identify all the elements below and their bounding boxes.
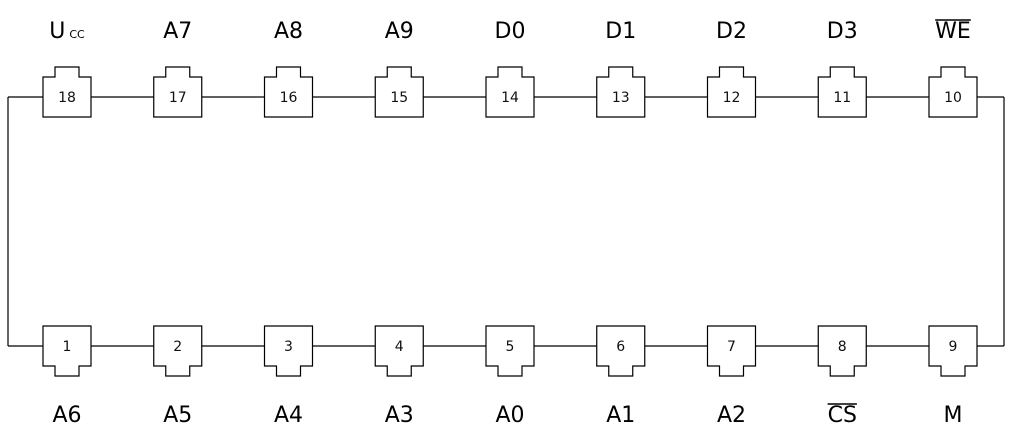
pin-1: 1A6: [42, 325, 92, 428]
pin-number: 14: [501, 90, 519, 106]
pin-number: 5: [506, 339, 515, 355]
pin-pad: [485, 66, 535, 118]
pin-pad: [263, 66, 314, 118]
pin-pad: [153, 66, 203, 118]
pin-number: 16: [280, 90, 298, 106]
pin-2: 2A5: [153, 325, 203, 428]
pin-pad: [928, 66, 978, 118]
pin-number: 18: [58, 90, 76, 106]
pin-pad: [817, 66, 867, 118]
pin-pad: [596, 325, 646, 377]
pin-number: 13: [612, 90, 630, 106]
pin-12: 12 D2: [706, 19, 757, 118]
pin-pad: [153, 325, 203, 377]
pin-label: M: [944, 403, 963, 428]
pin-6: 6A1: [596, 325, 646, 428]
pin-number: 17: [169, 90, 187, 106]
pin-number: 10: [944, 90, 962, 106]
pin-3: 3A4: [263, 325, 314, 428]
pin-label: A2: [717, 403, 746, 428]
pin-number: 6: [616, 339, 625, 355]
pin-number: 7: [727, 339, 736, 355]
pin-label: A6: [52, 403, 81, 428]
pin-number: 12: [723, 90, 741, 106]
pin-label-subscript: CC: [69, 28, 85, 41]
pin-label: A1: [606, 403, 635, 428]
pin-14: 14 D0: [485, 19, 535, 118]
pin-pad: [42, 325, 92, 377]
pin-label: D2: [716, 19, 747, 44]
pin-label: CS: [828, 403, 857, 428]
pin-pad: [817, 325, 867, 377]
pin-number: 3: [284, 339, 293, 355]
pin-17: 17 A7: [153, 19, 203, 118]
pin-16: 16 A8: [263, 19, 314, 118]
pin-5: 5A0: [485, 325, 535, 428]
pin-4: 4A3: [374, 325, 424, 428]
pin-label: WE: [935, 19, 971, 44]
pin-9: 9M: [928, 325, 978, 428]
pin-pad: [42, 66, 92, 118]
pin-label: D1: [605, 19, 636, 44]
pin-15: 15 A9: [374, 19, 424, 118]
pin-number: 2: [173, 339, 182, 355]
pin-label: A8: [274, 19, 303, 44]
pin-label: A3: [385, 403, 414, 428]
pin-7: 7A2: [706, 325, 757, 428]
pin-label: A5: [163, 403, 192, 428]
pin-label: A9: [385, 19, 414, 44]
pin-pad: [596, 66, 646, 118]
pin-label: A7: [163, 19, 192, 44]
pin-8: 8CS: [817, 325, 867, 428]
pin-number: 4: [395, 339, 404, 355]
pin-10: 10 WE: [928, 19, 978, 118]
pin-label: A0: [495, 403, 524, 428]
pin-pad: [928, 325, 978, 377]
pin-pad: [706, 66, 757, 118]
pin-pad: [485, 325, 535, 377]
pin-13: 13 D1: [596, 19, 646, 118]
pin-pad: [263, 325, 314, 377]
pin-number: 8: [838, 339, 847, 355]
pin-pad: [706, 325, 757, 377]
pin-label: D3: [827, 19, 858, 44]
pin-number: 9: [949, 339, 958, 355]
pin-label: A4: [274, 403, 303, 428]
pin-pad: [374, 325, 424, 377]
pin-number: 15: [390, 90, 408, 106]
pin-pad: [374, 66, 424, 118]
pin-11: 11 D3: [817, 19, 867, 118]
pin-label: D0: [495, 19, 526, 44]
chip-body: [7, 96, 1005, 347]
pin-number: 1: [63, 339, 72, 355]
pin-number: 11: [833, 90, 851, 106]
